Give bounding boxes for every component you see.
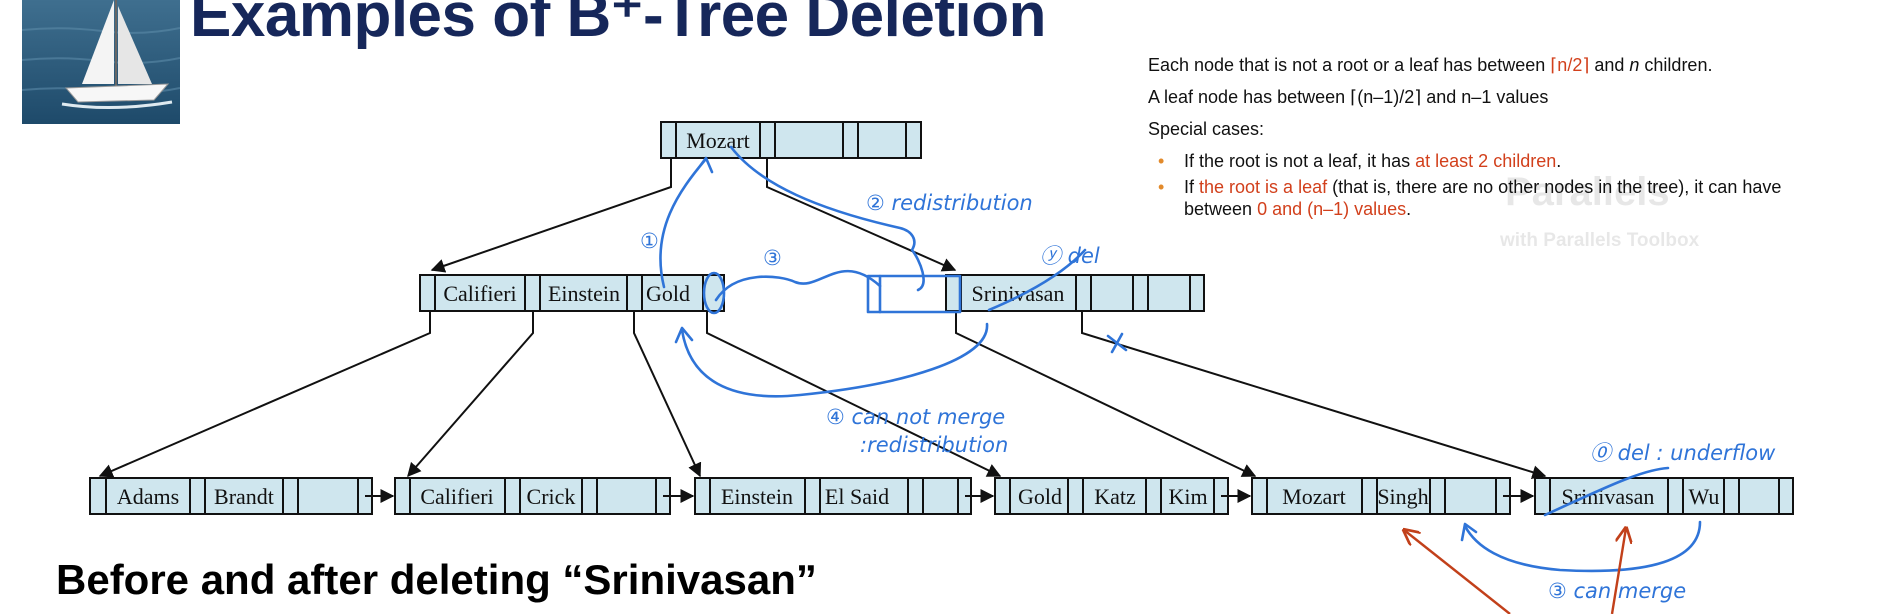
- ink-swoosh-gold: [714, 269, 882, 302]
- leaf-5-key-1: Mozart: [1282, 484, 1346, 509]
- ink-merge-curve: [1460, 520, 1702, 573]
- ink-step-1: ①: [640, 229, 659, 253]
- rule-text: children.: [1639, 55, 1713, 75]
- rule-highlight: 0 and (n–1) values: [1257, 199, 1407, 219]
- rule-text: (that is, there are no other nodes in th…: [1184, 177, 1782, 219]
- leaf-4-key-2: Katz: [1094, 484, 1136, 509]
- leaf-4: Gold Katz Kim: [994, 477, 1229, 515]
- special-case-root-not-leaf: If the root is not a leaf, it has at lea…: [1158, 150, 1788, 172]
- slide-title: Examples of B⁺-Tree Deletion: [190, 0, 1046, 50]
- rule-text: and: [1421, 87, 1462, 107]
- ink-step-2-redistribution: ② redistribution: [866, 191, 1033, 215]
- rule-internal-node: Each node that is not a root or a leaf h…: [1148, 54, 1788, 76]
- rule-text: If the root is not a leaf, it has: [1184, 151, 1416, 171]
- leaf-4-key-1: Gold: [1018, 484, 1062, 509]
- leaf-3-key-1: Einstein: [721, 484, 793, 509]
- handwritten-annotations: ① ② redistribution ③ ⓨ del ④ can not mer…: [640, 145, 1776, 603]
- edge-to-leaf-3: [633, 310, 702, 478]
- leaf-2-key-1: Califieri: [420, 484, 493, 509]
- internal-left-key-1: Califieri: [443, 281, 516, 306]
- leaf-4-key-3: Kim: [1168, 484, 1207, 509]
- parallels-watermark-text: with Parallels Toolbox: [1500, 230, 1700, 251]
- rule-text: Each node that is not a root or a leaf h…: [1148, 55, 1551, 75]
- leaf-5: Mozart Singh: [1251, 477, 1511, 515]
- special-case-root-leaf: If the root is a leaf (that is, there ar…: [1158, 176, 1788, 220]
- rule-text: and: [1589, 55, 1630, 75]
- sailboat-photo: [22, 0, 180, 124]
- internal-node-right: Srinivasan: [945, 274, 1205, 312]
- red-arrow-left: [1404, 530, 1511, 614]
- deletion-rules: Each node that is not a root or a leaf h…: [1148, 54, 1788, 224]
- red-arrow-right: [1610, 528, 1626, 614]
- ink-box-empty-node: [866, 274, 962, 314]
- rule-highlight: at least 2 children: [1415, 151, 1557, 171]
- ink-strike-srinivasan: [1543, 466, 1670, 517]
- leaf-2-key-2: Crick: [527, 484, 576, 509]
- root-node: Mozart: [660, 121, 922, 159]
- special-cases-list: If the root is not a leaf, it has at lea…: [1148, 150, 1788, 220]
- ink-step-7-del: ⓨ del: [1040, 244, 1100, 268]
- rule-ceil: ⌈n/2⌉: [1550, 55, 1590, 75]
- rule-ceil: ⌈(n–1)/2⌉: [1350, 87, 1422, 107]
- ink-line-del: [987, 248, 1087, 312]
- edge-to-leaf-5: [955, 310, 1257, 477]
- leaf-1-key-2: Brandt: [214, 484, 274, 509]
- ink-step-4-cannot-merge: ④ can not merge: [826, 405, 1005, 429]
- ink-step-4-redistribution: :redistribution: [860, 433, 1008, 457]
- slide-caption: Before and after deleting “Srinivasan”: [56, 556, 817, 603]
- rule-text: A leaf node has between: [1148, 87, 1351, 107]
- rule-text: .: [1406, 199, 1412, 219]
- leaf-2: Califieri Crick: [394, 477, 671, 515]
- leaf-3: Einstein El Said: [694, 477, 972, 515]
- tree-edges: [98, 155, 1547, 479]
- rule-n: n: [1629, 55, 1640, 75]
- ink-cross-mark: [1106, 332, 1128, 354]
- internal-node-left: Califieri Einstein Gold: [419, 274, 725, 312]
- rule-text: n–1 values: [1461, 87, 1549, 107]
- parallels-watermark-logo: Parallels: [1505, 170, 1670, 214]
- leaf-5-key-2: Singh: [1377, 484, 1428, 509]
- leaf-3-key-2: El Said: [825, 484, 889, 509]
- edge-to-leaf-4: [706, 310, 1002, 477]
- edge-to-leaf-6: [1081, 310, 1547, 479]
- ink-curve-root-to-right: [729, 145, 925, 292]
- special-cases-heading: Special cases:: [1148, 119, 1265, 139]
- internal-right-key-1: Srinivasan: [972, 281, 1065, 306]
- edge-root-right: [766, 155, 957, 272]
- rule-highlight: the root is a leaf: [1199, 177, 1328, 197]
- rule-text: .: [1556, 151, 1562, 171]
- ink-circle-gold: [702, 271, 726, 315]
- edge-root-left: [430, 155, 672, 273]
- ink-arrow-up-to-root: [659, 156, 714, 289]
- leaf-1-key-1: Adams: [117, 484, 179, 509]
- leaf-6-key-2: Wu: [1689, 484, 1720, 509]
- ink-step-3: ③: [763, 246, 782, 270]
- leaf-6-key-1: Srinivasan: [1562, 484, 1655, 509]
- ink-step-0-del-underflow: ⓪ del : underflow: [1590, 441, 1776, 465]
- rule-leaf-node: A leaf node has between ⌈(n–1)/2⌉ and n–…: [1148, 86, 1788, 108]
- internal-left-key-2: Einstein: [548, 281, 620, 306]
- rule-text: If: [1184, 177, 1200, 197]
- root-key-1: Mozart: [686, 128, 750, 153]
- edge-to-leaf-2: [407, 310, 534, 478]
- ink-loop-redistribution: [674, 322, 989, 398]
- internal-left-key-3: Gold: [646, 281, 690, 306]
- leaf-6: Srinivasan Wu: [1534, 477, 1794, 515]
- leaf-1: Adams Brandt: [89, 477, 373, 515]
- red-arrows: [1404, 528, 1626, 614]
- edge-to-leaf-1: [98, 310, 431, 478]
